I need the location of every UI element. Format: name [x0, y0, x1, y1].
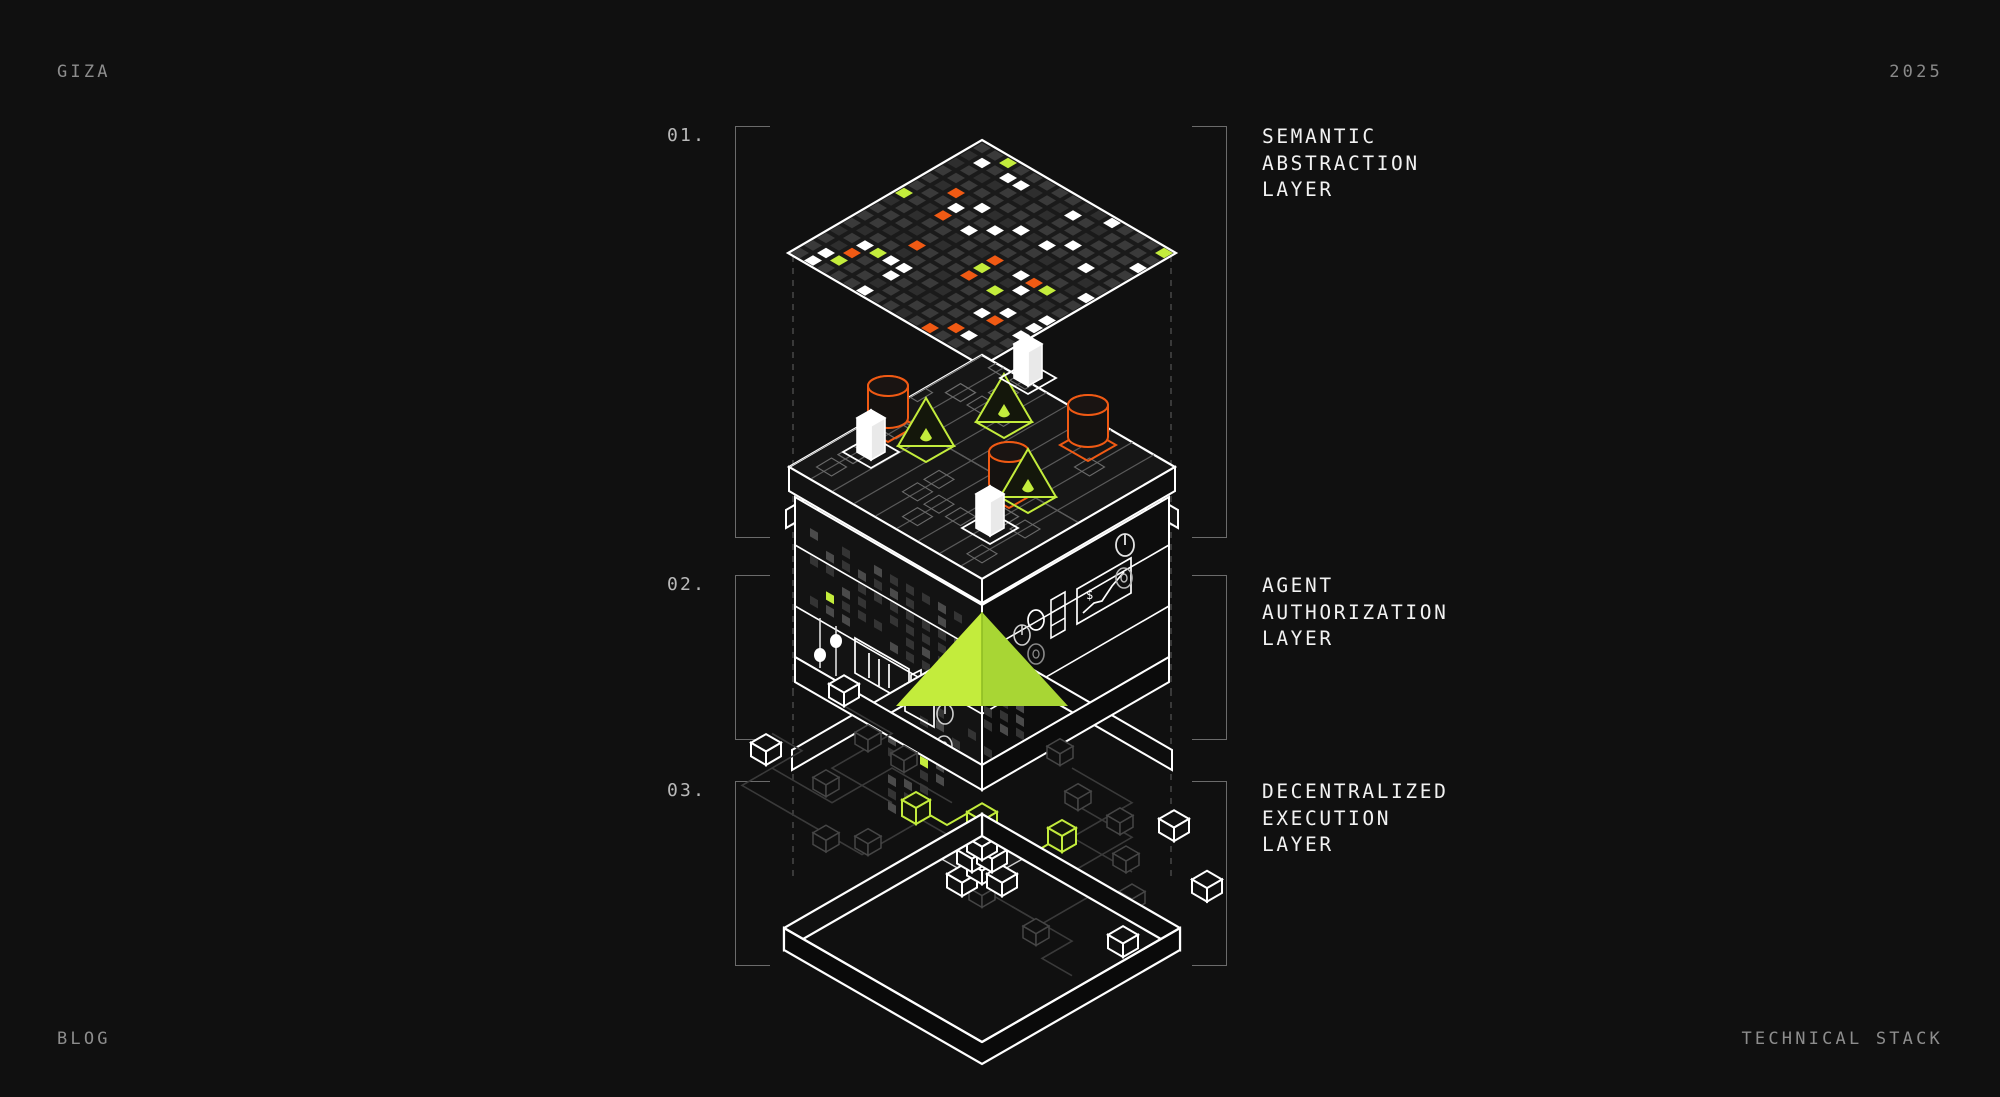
green-pyramid-icon — [896, 612, 1068, 706]
bracket-left-01 — [735, 126, 770, 538]
white-box-icon — [960, 484, 1020, 546]
power-icon[interactable] — [1013, 624, 1031, 646]
bracket-left-03 — [735, 781, 770, 966]
layer-label-01: SEMANTIC ABSTRACTION LAYER — [1262, 125, 1420, 201]
footer-blog-link[interactable]: BLOG — [57, 1029, 111, 1049]
dollar-icon: $ — [1086, 588, 1093, 602]
layer-index-02: 02. — [667, 574, 707, 595]
layer-01-pixel-cells — [791, 142, 1173, 364]
green-cube-icon — [1045, 818, 1079, 854]
bracket-left-02 — [735, 575, 770, 740]
toggle-switch-icon[interactable] — [1050, 590, 1066, 640]
layer-02-machine: $ — [785, 334, 1179, 815]
layer-03-plane — [740, 674, 1224, 1066]
platform-objects — [841, 334, 1119, 546]
white-box-icon — [998, 334, 1058, 396]
layer-label-02: AGENT AUTHORIZATION LAYER — [1262, 574, 1449, 650]
green-cone-icon — [895, 396, 957, 464]
led-matrix-icon — [810, 528, 962, 692]
brand-logo[interactable]: GIZA — [57, 62, 111, 82]
power-icon[interactable] — [1115, 533, 1135, 557]
footer-technical-stack-link[interactable]: TECHNICAL STACK — [1741, 1029, 1943, 1049]
orange-cylinder-icon — [1057, 394, 1119, 463]
year-label: 2025 — [1889, 62, 1943, 82]
layer-index-03: 03. — [667, 780, 707, 801]
dial-icon[interactable] — [1027, 609, 1045, 631]
dial-icon[interactable] — [1027, 643, 1045, 665]
dial-icon[interactable] — [1115, 567, 1133, 589]
bracket-right-02 — [1192, 575, 1227, 740]
bracket-right-01 — [1192, 126, 1227, 538]
green-cone-icon — [997, 447, 1059, 515]
layer-label-03: DECENTRALIZED EXECUTION LAYER — [1262, 780, 1449, 856]
network-nodes — [749, 674, 1224, 959]
bracket-right-03 — [1192, 781, 1227, 966]
layer-index-01: 01. — [667, 125, 707, 146]
green-cone-icon — [973, 372, 1035, 440]
green-cube-icon — [899, 790, 933, 826]
slider-icon[interactable] — [814, 618, 842, 676]
layer-01-plane — [785, 138, 1179, 368]
white-box-icon — [841, 408, 901, 470]
